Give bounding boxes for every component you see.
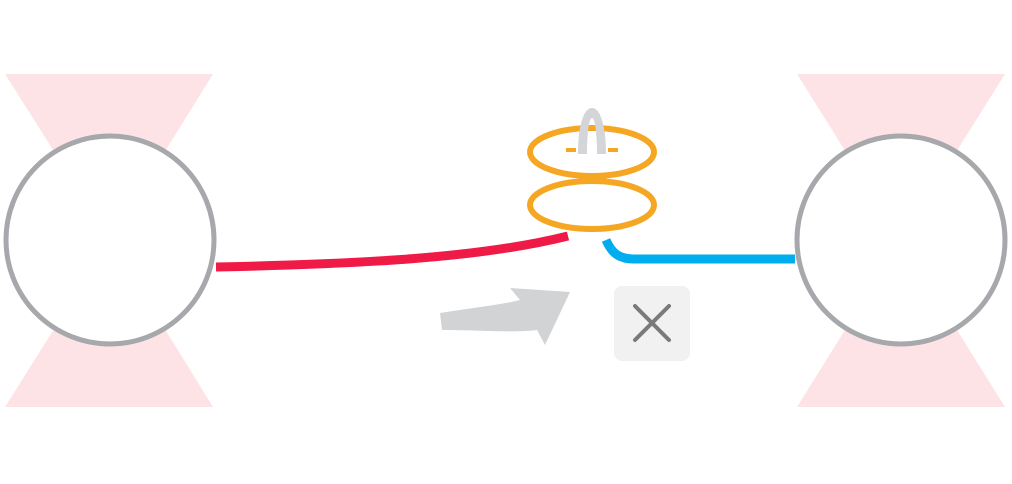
right-node	[794, 74, 1008, 407]
curved-arrow-icon	[440, 288, 570, 345]
left-wire	[215, 231, 570, 272]
right-wire	[601, 238, 795, 264]
left-node-outline	[3, 133, 217, 347]
right-node-outline	[794, 133, 1008, 347]
plug-shape	[578, 108, 606, 154]
coil-icon	[527, 108, 657, 232]
close-button[interactable]	[614, 286, 690, 361]
left-node-circle[interactable]	[6, 136, 214, 344]
left-node	[3, 74, 217, 407]
right-node-circle[interactable]	[797, 136, 1005, 344]
close-icon	[633, 304, 671, 342]
